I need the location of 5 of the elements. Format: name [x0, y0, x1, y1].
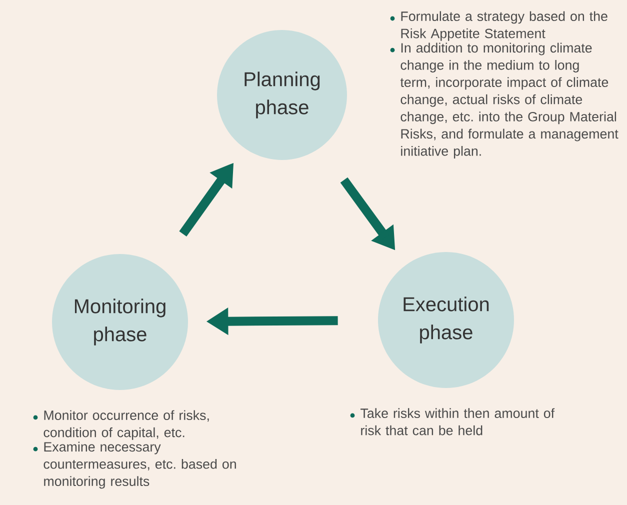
bullet-item: Examine necessary countermeasures, etc. based on monitoring results	[33, 442, 236, 489]
bullet-item: Formulate a strategy based on the Risk Appetite Statement	[390, 11, 608, 41]
bullet-item: Take risks within then amount of risk that can be held	[350, 408, 555, 436]
bullet-item: Monitor occurrence of risks, condition of capital, etc.	[33, 410, 209, 440]
bullet-item: In addition to monitoring climate change in the medium to long term, incorporate impact of climate change, actual risks of climate change, etc. into the Group Material Risks, and formulate a management initiative plan.	[390, 42, 618, 158]
